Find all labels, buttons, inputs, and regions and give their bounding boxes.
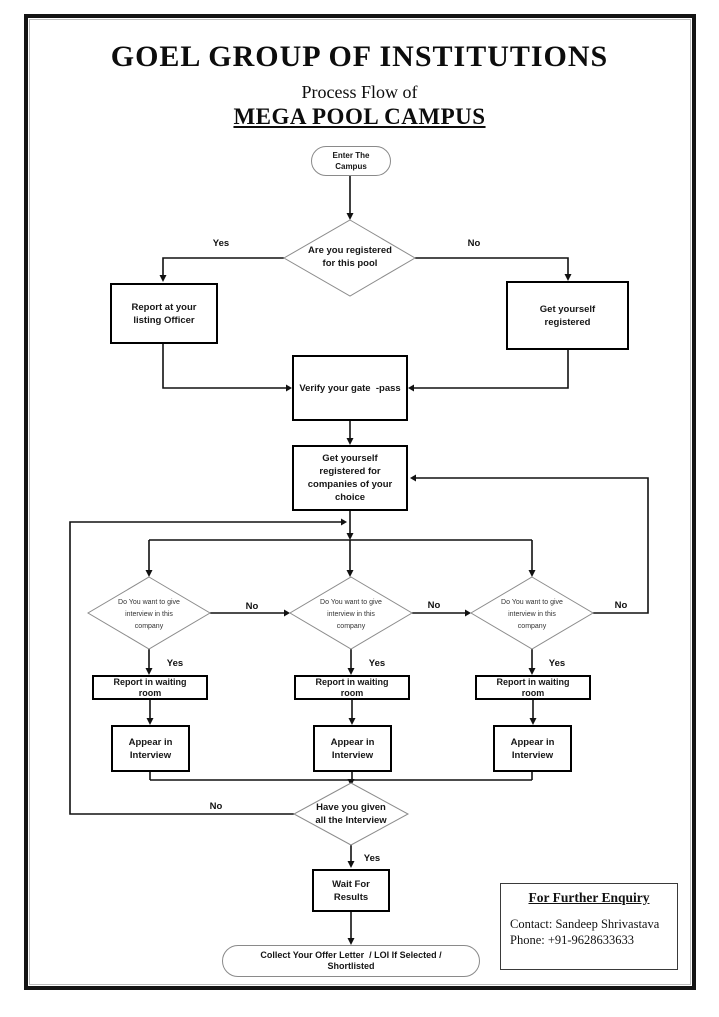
decision-registered-pool-shape [282, 219, 416, 297]
edge-label-yes-interview-1: Yes [166, 658, 184, 669]
node-waiting-room-2: Report in waiting room [294, 675, 410, 700]
edge-label-yes-all-interviews: Yes [363, 853, 381, 864]
node-waiting-room-3: Report in waiting room [475, 675, 591, 700]
enquiry-phone: Phone: +91-9628633633 [510, 933, 635, 947]
edge-label-yes-registered: Yes [212, 238, 230, 249]
enquiry-contact: Contact: Sandeep Shrivastava [510, 917, 660, 931]
header-subtitle: Process Flow of [301, 82, 418, 102]
decision-all-interviews-text: Have you given all the Interview [315, 802, 387, 826]
decision-interview-3-text: Do You want to give interview in this co… [501, 599, 563, 630]
node-appear-interview-3: Appear in Interview [493, 725, 572, 772]
enquiry-title: For Further Enquiry [528, 890, 650, 905]
node-get-registered: Get yourself registered [506, 281, 629, 350]
node-wait-results: Wait For Results [312, 869, 390, 912]
node-enter-campus: Enter The Campus [311, 146, 391, 176]
node-waiting-room-1: Report in waiting room [92, 675, 208, 700]
decision-registered-pool-text: Are you registered for this pool [308, 245, 392, 269]
decision-interview-2-text: Do You want to give interview in this co… [320, 599, 382, 630]
node-appear-interview-2: Appear in Interview [313, 725, 392, 772]
edge-label-no-interview-3: No [614, 600, 628, 611]
enquiry-box: For Further Enquiry Contact: Sandeep Shr… [500, 883, 678, 970]
edge-label-yes-interview-2: Yes [368, 658, 386, 669]
decision-interview-2-shape [289, 576, 413, 650]
node-appear-interview-1: Appear in Interview [111, 725, 190, 772]
decision-all-interviews-shape [292, 782, 410, 846]
header-org-title: GOEL GROUP OF INSTITUTIONS [110, 40, 609, 73]
edge-label-no-registered: No [467, 238, 481, 249]
node-verify-gate-pass: Verify your gate -pass [292, 355, 408, 421]
decision-interview-1-text: Do You want to give interview in this co… [118, 599, 180, 630]
node-report-listing-officer: Report at your listing Officer [110, 283, 218, 344]
page-frame-inner-line [29, 19, 691, 985]
decision-shapes [87, 219, 594, 846]
node-register-companies: Get yourself registered for companies of… [292, 445, 408, 511]
edge-label-no-interview-1: No [245, 601, 259, 612]
edge-label-yes-interview-3: Yes [548, 658, 566, 669]
edge-label-no-all-interviews: No [209, 801, 223, 812]
arrowheads [145, 213, 572, 945]
decision-interview-1-shape [87, 576, 211, 650]
edge-label-no-interview-2: No [427, 600, 441, 611]
decision-interview-3-shape [470, 576, 594, 650]
node-collect-offer: Collect Your Offer Letter / LOI If Selec… [222, 945, 480, 977]
connector-lines [69, 175, 649, 939]
header-event-title: MEGA POOL CAMPUS [233, 104, 486, 129]
